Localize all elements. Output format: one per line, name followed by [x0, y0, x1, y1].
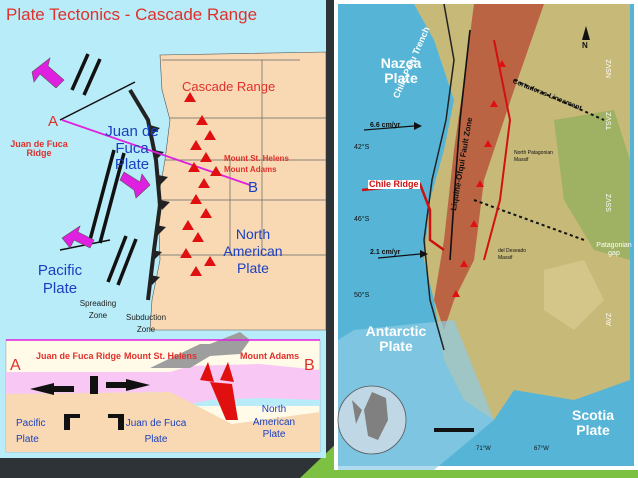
- ssvz-label: SSVZ: [606, 193, 613, 212]
- cascade-map: [0, 0, 326, 458]
- nazca-plate-label: Nazca Plate: [380, 55, 422, 87]
- section-a-label: A: [10, 357, 21, 374]
- lat-42-label: 42°S: [354, 144, 370, 151]
- avz-label: AVZ: [606, 312, 613, 326]
- section-na-plate-label: North American Plate: [252, 404, 296, 440]
- rate-label-1: 6.6 cm/yr: [370, 122, 401, 129]
- section-b-label: B: [304, 357, 315, 374]
- lon-67-label: 67°W: [534, 446, 549, 452]
- spreading-zone-label: Spreading Zone: [79, 299, 117, 320]
- section-ridge-label: Juan de Fuca Ridge: [36, 351, 122, 361]
- antarctic-plate-label: Antarctic Plate: [365, 323, 427, 355]
- subduction-zone-label: Subduction Zone: [125, 313, 167, 334]
- scotia-plate-label: Scotia Plate: [571, 407, 614, 439]
- section-st-helens-label: Mount St. Helens: [124, 351, 198, 361]
- profile-a-label: A: [48, 113, 59, 130]
- profile-b-label: B: [248, 179, 259, 196]
- patagonia-map-panel: Nazca Plate Chile-Peru Trench 6.6 cm/yr …: [334, 0, 638, 470]
- tsvz-label: TSVZ: [606, 112, 613, 130]
- section-adams-label: Mount Adams: [240, 351, 300, 361]
- lat-46-label: 46°S: [354, 216, 370, 223]
- lat-50-label: 50°S: [354, 292, 370, 299]
- juan-de-fuca-plate-label: Juan de Fuca Plate: [105, 123, 159, 173]
- section-jdf-plate-label: Juan de Fuca Plate: [125, 418, 187, 445]
- volcano-markers: [180, 92, 222, 276]
- cascade-range-label: Cascade Range: [182, 79, 276, 94]
- pacific-plate-label: Pacific Plate: [37, 262, 83, 297]
- nsvz-label: NSVZ: [606, 59, 613, 78]
- mount-adams-label: Mount Adams: [224, 165, 277, 174]
- chile-ridge-label: Chile Ridge: [368, 179, 420, 189]
- lon-71-label: 71°W: [476, 446, 491, 452]
- patagonian-gap-label: Patagonian gap: [596, 242, 632, 258]
- rate-label-2: 2.1 cm/yr: [370, 249, 401, 256]
- section-pacific-label: Pacific Plate: [16, 418, 46, 445]
- north-patagonian-label: North Patagonian Massif: [514, 150, 553, 163]
- north-arrow-label: N: [582, 41, 588, 50]
- mount-st-helens-label: Mount St. Helens: [224, 154, 289, 163]
- patagonia-map: [337, 3, 634, 470]
- cascade-diagram-panel: Plate Tectonics - Cascade Range Cascade …: [0, 0, 326, 458]
- juan-de-fuca-ridge-label: Juan de Fuca Ridge: [10, 139, 68, 158]
- north-american-plate-label: North American Plate: [223, 226, 283, 276]
- del-deseado-label: del Deseado Massif: [498, 248, 527, 261]
- diagram-title: Plate Tectonics - Cascade Range: [6, 5, 258, 24]
